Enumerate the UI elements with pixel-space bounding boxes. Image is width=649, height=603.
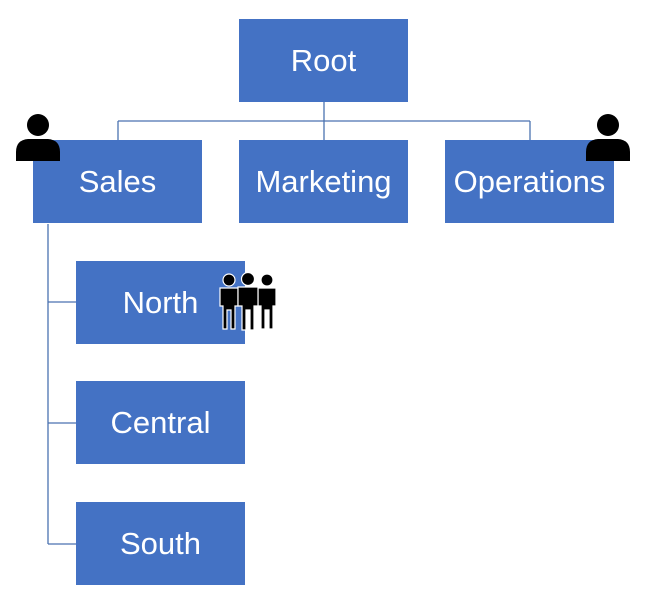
- node-central-label: Central: [110, 404, 211, 440]
- node-marketing: Marketing: [239, 140, 408, 223]
- node-sales-label: Sales: [78, 163, 157, 199]
- node-operations-label: Operations: [453, 163, 606, 199]
- node-north: North: [76, 261, 245, 344]
- node-sales: Sales: [33, 140, 202, 223]
- node-marketing-label: Marketing: [255, 163, 392, 199]
- node-south-label: South: [119, 525, 201, 561]
- group-icon: [219, 272, 277, 331]
- node-central: Central: [76, 381, 245, 464]
- node-south: South: [76, 502, 245, 585]
- node-root: Root: [239, 19, 408, 102]
- node-north-label: North: [122, 284, 199, 320]
- person-icon: [586, 114, 630, 161]
- node-operations: Operations: [445, 140, 614, 223]
- person-icon: [16, 114, 60, 161]
- node-root-label: Root: [290, 42, 357, 78]
